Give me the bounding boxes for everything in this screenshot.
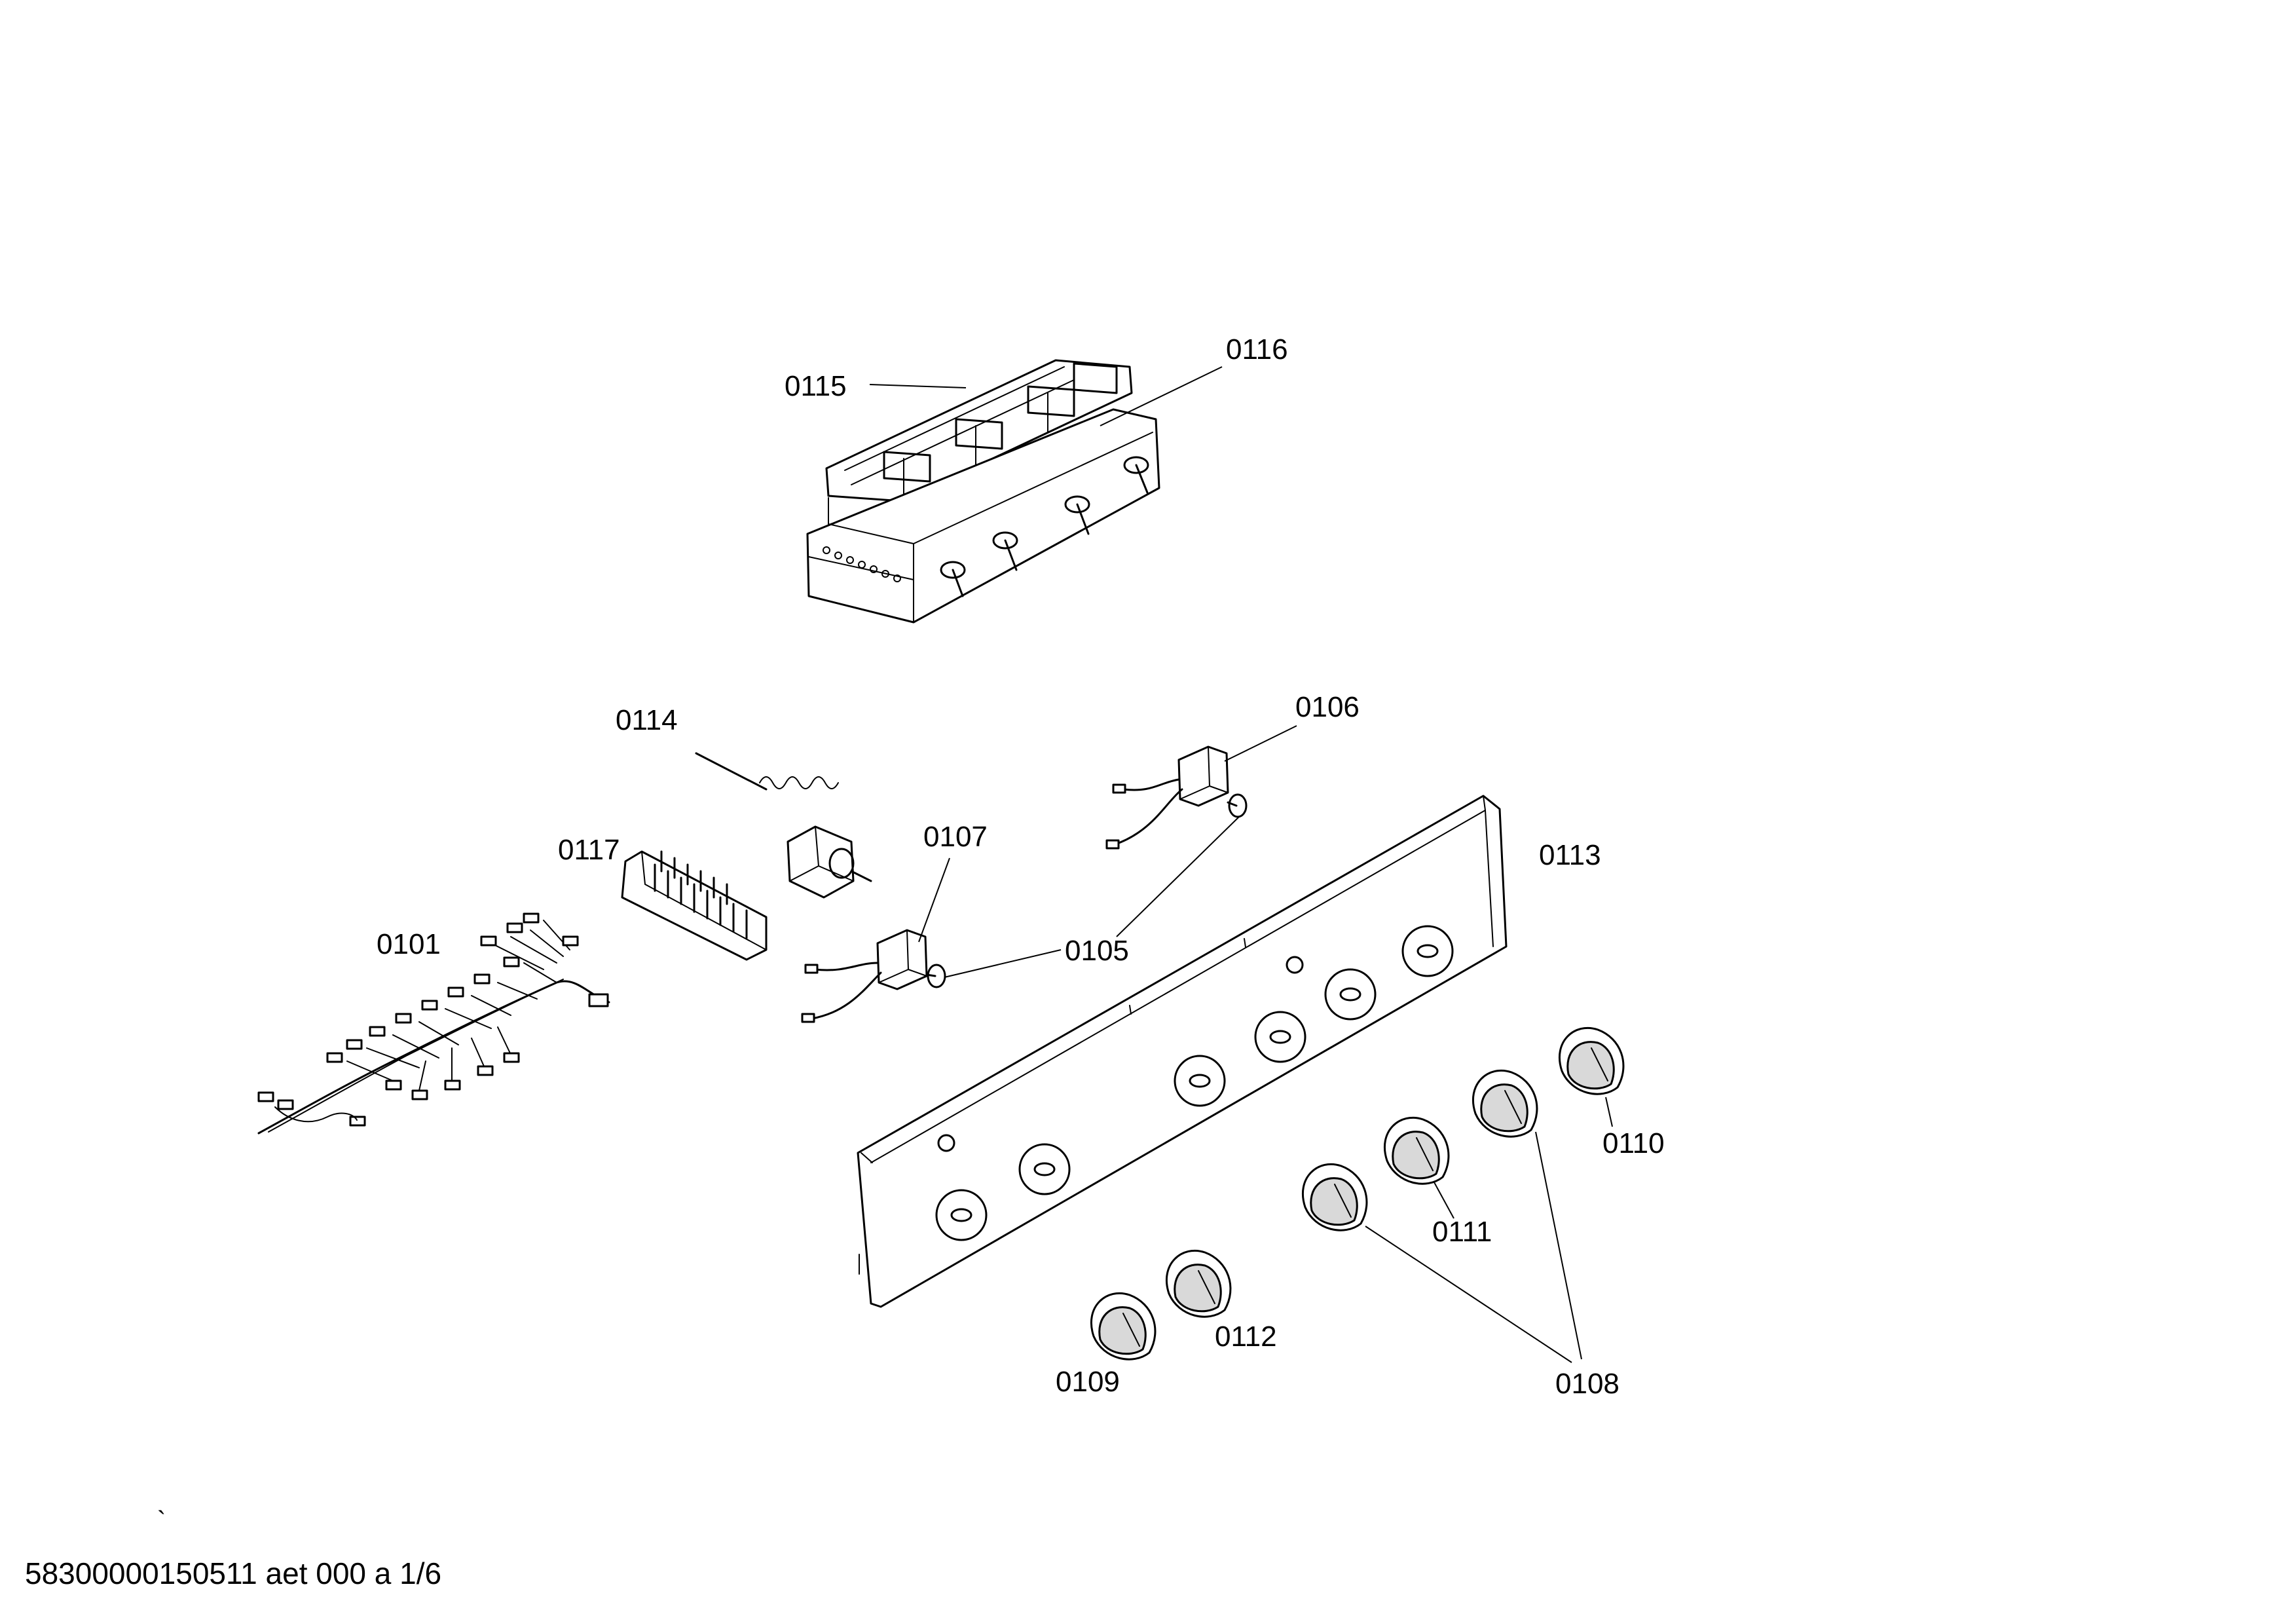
- callout-label: 0109: [1056, 1366, 1120, 1398]
- callout-label: 0114: [616, 704, 678, 736]
- callout-label: 0116: [1226, 333, 1288, 366]
- callout-label: 0107: [923, 821, 988, 853]
- part-knob-0112: [1165, 1249, 1232, 1318]
- callout-0108: 0108: [1365, 1131, 1620, 1400]
- panel-hole-3: [1174, 1055, 1226, 1107]
- callout-label: 0113: [1539, 839, 1601, 871]
- callout-label: 0117: [558, 834, 620, 866]
- part-0113-control-panel: [857, 795, 1508, 1308]
- callout-0101: 0101: [377, 928, 441, 960]
- callout-0117: 0117: [558, 834, 620, 866]
- panel-hole-5: [1324, 968, 1377, 1021]
- callout-label: 0115: [785, 370, 847, 402]
- part-0116-switch-block: [806, 408, 1160, 624]
- callout-0109: 0109: [1056, 1366, 1120, 1398]
- callout-0107: 0107: [918, 821, 988, 943]
- callout-label: 0101: [377, 928, 441, 960]
- callout-label: 0110: [1602, 1127, 1665, 1159]
- part-0114-thermostat: [695, 752, 872, 899]
- part-knob-0111: [1383, 1116, 1450, 1185]
- part-0101-wiring-harness: [257, 912, 610, 1135]
- callout-0116: 0116: [1100, 333, 1288, 426]
- callout-label: 0111: [1432, 1216, 1492, 1248]
- panel-hole-2: [1018, 1143, 1071, 1195]
- callout-label: 0112: [1215, 1321, 1277, 1353]
- part-0106-signal-switch: [1105, 745, 1248, 850]
- callout-label: 0108: [1555, 1368, 1620, 1400]
- part-0115-switch-bracket: [825, 359, 1133, 502]
- callout-0114: 0114: [616, 704, 678, 736]
- part-knob-0108-a: [1472, 1069, 1538, 1138]
- panel-lamp-hole: [937, 1134, 955, 1152]
- callout-label: 0105: [1065, 935, 1129, 967]
- callout-0105: 0105: [944, 816, 1240, 978]
- part-0117-terminal-strip: [621, 850, 768, 961]
- part-0107-signal-switch: [801, 929, 946, 1023]
- callout-label: 0106: [1295, 691, 1360, 723]
- callout-0112: 0112: [1215, 1321, 1277, 1353]
- callout-0110: 0110: [1602, 1097, 1665, 1159]
- callout-0115: 0115: [785, 370, 967, 402]
- part-knob-0110: [1558, 1026, 1625, 1095]
- part-knob-0108-b: [1301, 1163, 1368, 1231]
- callout-0113: 0113: [1539, 839, 1601, 871]
- panel-hole-6: [1401, 925, 1454, 977]
- panel-hole-1: [935, 1189, 988, 1241]
- tick-mark: `: [157, 1507, 166, 1535]
- callout-0111: 0111: [1432, 1182, 1492, 1248]
- panel-hole-4: [1254, 1011, 1306, 1063]
- callout-0106: 0106: [1224, 691, 1360, 762]
- panel-lamp-hole: [1286, 956, 1304, 974]
- document-code: 58300000150511 aet 000 a 1/6: [25, 1556, 441, 1590]
- part-knob-0109: [1090, 1292, 1157, 1361]
